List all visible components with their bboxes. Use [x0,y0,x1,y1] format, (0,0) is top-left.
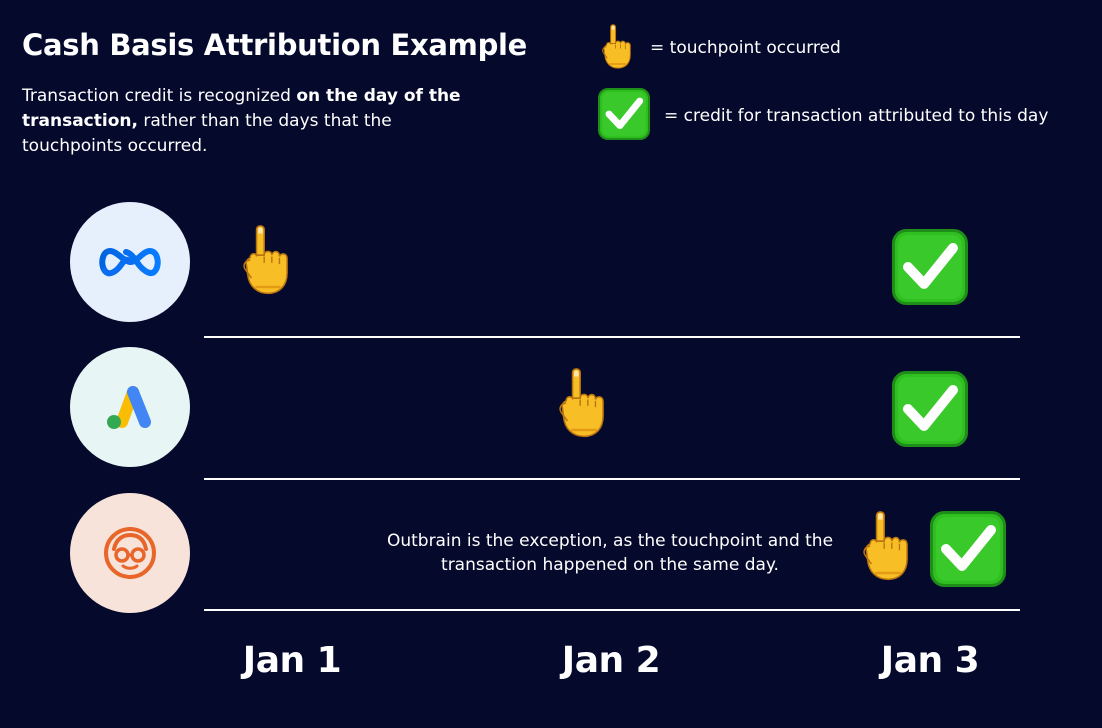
meta-logo [70,202,190,322]
page-title: Cash Basis Attribution Example [22,28,528,62]
day-label-jan-3: Jan 3 [880,640,980,681]
day-label-jan-2: Jan 2 [561,640,661,681]
google-ads-touchpoint-hand-icon [556,365,612,443]
row-divider [204,336,1020,338]
row-divider [204,478,1020,480]
legend-touchpoint-label: = touchpoint occurred [650,38,841,58]
outbrain-logo [70,493,190,613]
outbrain-icon [104,527,156,579]
check-mark-icon [598,88,650,144]
outbrain-credit-check-icon [930,511,1006,591]
subtitle-text-start: Transaction credit is recognized [22,86,297,106]
pointing-hand-icon [600,22,636,74]
legend-credit-label: = credit for transaction attributed to t… [664,106,1049,126]
legend-credit: = credit for transaction attributed to t… [598,90,1048,142]
row-divider [204,609,1020,611]
meta-touchpoint-hand-icon [240,222,296,300]
google-ads-credit-check-icon [892,371,968,451]
outbrain-exception-note: Outbrain is the exception, as the touchp… [386,531,834,575]
legend-touchpoint: = touchpoint occurred [600,24,841,72]
page-subtitle: Transaction credit is recognized on the … [22,84,492,159]
meta-infinity-icon [99,247,161,277]
meta-credit-check-icon [892,229,968,309]
outbrain-touchpoint-hand-icon [860,508,916,586]
subtitle-text-end: rather than the days that the touchpoint… [22,111,392,156]
google-ads-logo [70,347,190,467]
google-ads-icon [107,386,151,429]
subtitle-emphasis: on the day of the transaction, [22,86,461,131]
day-label-jan-1: Jan 1 [242,640,342,681]
